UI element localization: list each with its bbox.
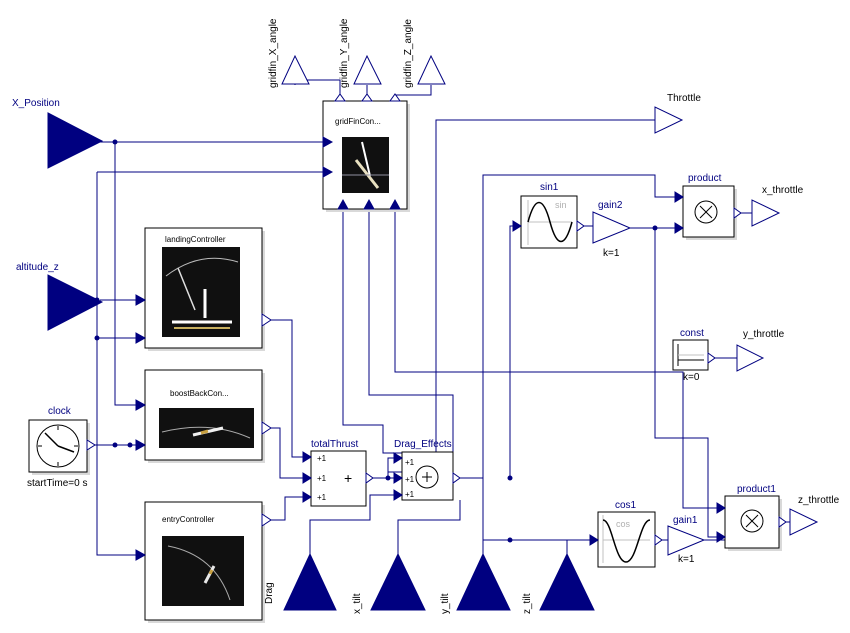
product-block[interactable]: product (674, 173, 742, 240)
cos1-block[interactable]: cos1 cos (589, 500, 663, 568)
total-thrust-label: totalThrust (311, 439, 358, 450)
gain1-block[interactable]: gain1 k=1 (667, 515, 706, 565)
z-tilt-input[interactable]: z_tilt (522, 552, 595, 614)
altitude-z-label: altitude_z (16, 262, 59, 273)
thrust-sign-1: +1 (317, 454, 327, 463)
boostback-controller-label: boostBackCon... (170, 389, 229, 398)
gain2-label: gain2 (598, 200, 623, 211)
throttle-output[interactable]: Throttle (654, 93, 701, 134)
clock-block[interactable]: clock startTime=0 s (27, 406, 96, 489)
drag-sign-2: +1 (405, 475, 415, 484)
gain1-param: k=1 (678, 554, 695, 565)
x-tilt-input[interactable]: x_tilt (352, 552, 426, 614)
product1-label: product1 (737, 484, 776, 495)
gain1-label: gain1 (673, 515, 698, 526)
y-tilt-input[interactable]: y_tilt (440, 552, 511, 614)
thrust-plus: + (344, 470, 352, 486)
gridfin-controller-block[interactable]: gridFinCon... (322, 93, 410, 212)
sin1-block[interactable]: sin1 sin (512, 182, 585, 249)
sin-inner-label: sin (555, 200, 567, 210)
total-thrust-block[interactable]: totalThrust +1 +1 +1 + (302, 439, 374, 507)
drag-effects-label: Drag_Effects (394, 439, 452, 450)
gridfin-y-angle-label: gridfin_Y_angle (339, 18, 350, 88)
cos1-label: cos1 (615, 500, 637, 511)
drag-input[interactable]: Drag (264, 552, 337, 611)
throttle-label: Throttle (667, 93, 701, 104)
gridfin-y-angle-output[interactable]: gridfin_Y_angle (339, 18, 382, 88)
clock-label: clock (48, 406, 72, 417)
const-block[interactable]: const k=0 (672, 328, 716, 383)
boostback-icon (159, 408, 254, 448)
x-position-label: X_Position (12, 98, 60, 109)
y-throttle-output[interactable]: y_throttle (736, 329, 785, 372)
drag-effects-block[interactable]: Drag_Effects +1 +1 +1 (393, 439, 461, 501)
drag-label: Drag (264, 582, 275, 604)
z-throttle-label: z_throttle (798, 495, 840, 506)
clock-param: startTime=0 s (27, 478, 87, 489)
gain2-block[interactable]: gain2 k=1 (592, 200, 632, 259)
product-label: product (688, 173, 722, 184)
thrust-sign-2: +1 (317, 474, 327, 483)
gain2-param: k=1 (603, 248, 620, 259)
y-throttle-label: y_throttle (743, 329, 785, 340)
const-label: const (680, 328, 704, 339)
gridfin-z-angle-label: gridfin_Z_angle (403, 19, 414, 88)
z-throttle-output[interactable]: z_throttle (789, 495, 840, 536)
drag-sign-3: +1 (405, 490, 415, 499)
y-tilt-label: y_tilt (440, 593, 451, 614)
gridfin-x-angle-output[interactable]: gridfin_X_angle (268, 18, 310, 88)
boostback-controller-block[interactable]: boostBackCon... (135, 369, 272, 463)
entry-controller-block[interactable]: entryController (135, 501, 272, 623)
gridfin-icon (342, 137, 389, 193)
landing-controller-block[interactable]: landingController (135, 227, 272, 351)
x-throttle-output[interactable]: x_throttle (751, 185, 804, 227)
product1-block[interactable]: product1 (716, 484, 787, 551)
cos-inner-label: cos (616, 519, 631, 529)
entry-controller-label: entryController (162, 515, 215, 524)
x-position-input[interactable]: X_Position (12, 98, 104, 169)
gridfin-z-angle-output[interactable]: gridfin_Z_angle (403, 19, 446, 88)
z-tilt-label: z_tilt (522, 593, 533, 614)
altitude-z-input[interactable]: altitude_z (16, 262, 104, 331)
entry-icon (162, 536, 244, 606)
const-param: k=0 (683, 372, 700, 383)
landing-controller-label: landingController (165, 235, 226, 244)
sin1-label: sin1 (540, 182, 559, 193)
x-tilt-label: x_tilt (352, 593, 363, 614)
thrust-sign-3: +1 (317, 493, 327, 502)
x-throttle-label: x_throttle (762, 185, 804, 196)
gridfin-controller-label: gridFinCon... (335, 117, 381, 126)
drag-sign-1: +1 (405, 458, 415, 467)
gridfin-x-angle-label: gridfin_X_angle (268, 18, 279, 88)
